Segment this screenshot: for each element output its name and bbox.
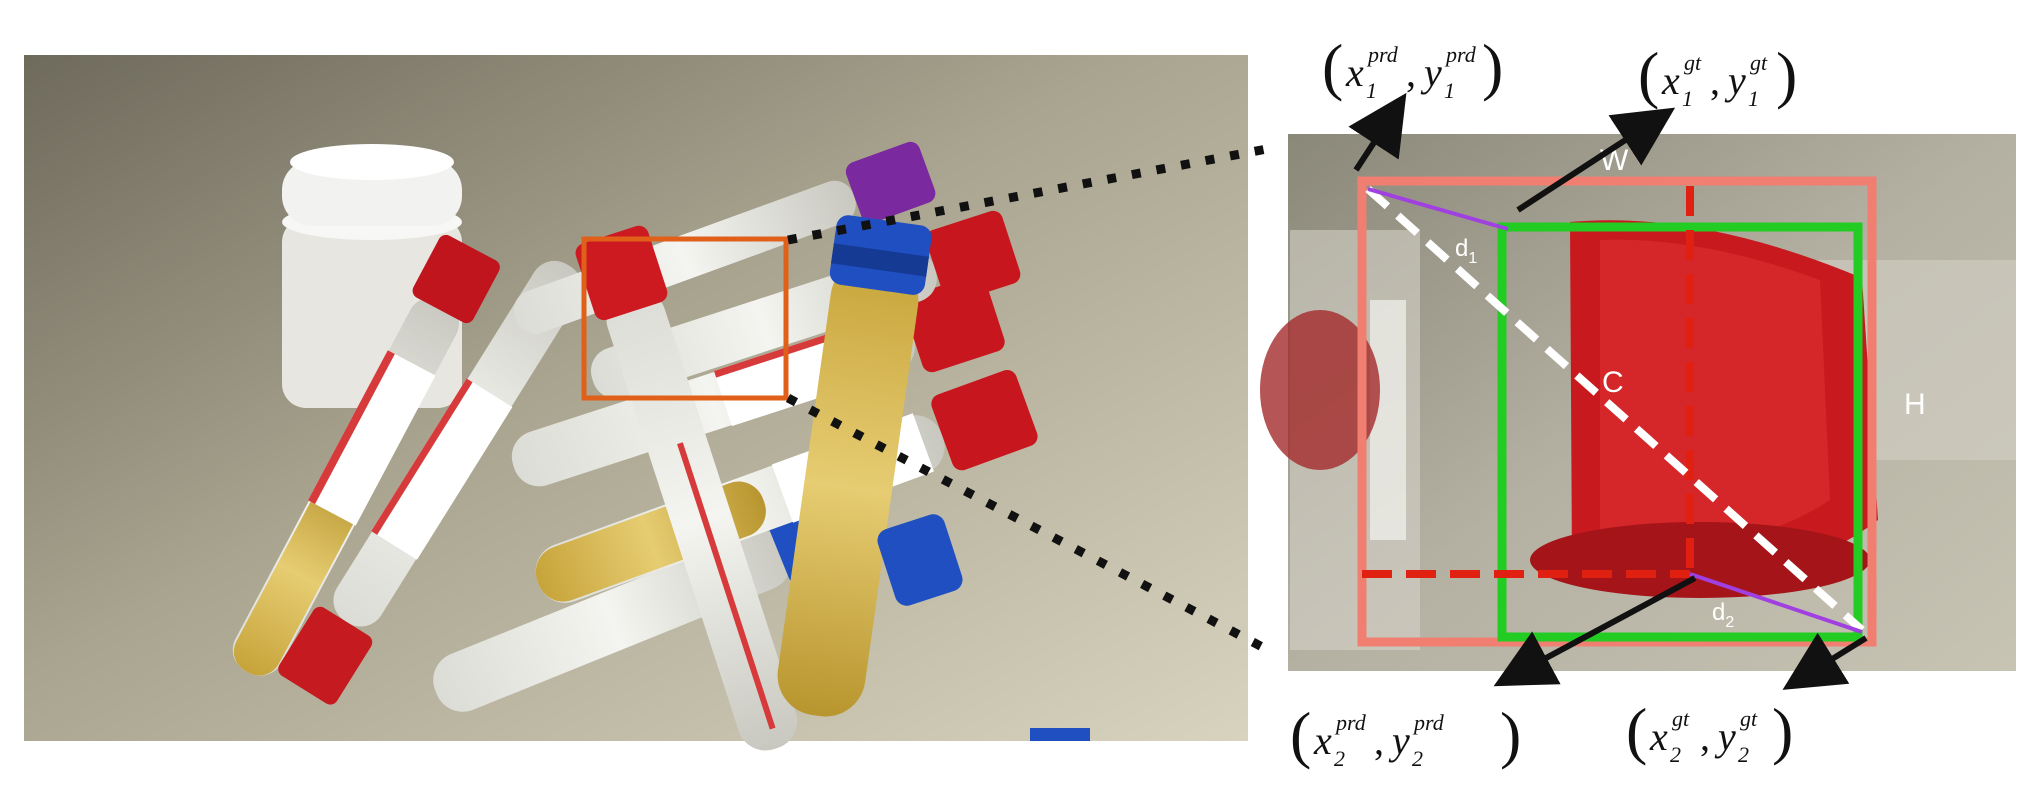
zoom-connectors: [785, 143, 1273, 654]
red-cap: [1530, 220, 1878, 598]
formula-gt-bottom-right: ( x 2 gt , y 2 gt ): [1626, 695, 1793, 767]
tube-roi: [575, 225, 798, 751]
svg-text:): ): [1776, 39, 1797, 110]
svg-text:x: x: [1649, 714, 1668, 759]
tube-yellow-vertical: [777, 215, 932, 717]
svg-text:2: 2: [1738, 742, 1749, 767]
formula-pred-bottom-right: ( x 2 prd , y 2 prd ): [1290, 699, 1521, 771]
tube-blue-cap-bottom: [877, 514, 1090, 741]
svg-text:x: x: [1345, 50, 1364, 95]
svg-text:x: x: [1313, 718, 1332, 763]
label-d1: d1: [1455, 235, 1477, 267]
tube-white-left: [278, 260, 582, 705]
svg-text:1: 1: [1366, 78, 1377, 103]
distance-d2: [1689, 572, 1863, 634]
svg-text:gt: gt: [1740, 706, 1758, 731]
svg-text:,: ,: [1710, 58, 1720, 103]
svg-text:y: y: [1714, 714, 1736, 759]
svg-text:): ): [1772, 695, 1793, 766]
svg-text:,: ,: [1700, 714, 1710, 759]
svg-text:gt: gt: [1750, 50, 1768, 75]
svg-text:1: 1: [1444, 78, 1455, 103]
svg-text:(: (: [1638, 39, 1659, 110]
label-height: H: [1904, 388, 1926, 421]
svg-text:1: 1: [1748, 86, 1759, 111]
enclosing-diagonal: [1365, 186, 1865, 633]
svg-text:x: x: [1661, 58, 1680, 103]
svg-text:gt: gt: [1672, 706, 1690, 731]
label-d2: d2: [1712, 599, 1734, 631]
svg-text:prd: prd: [1334, 710, 1367, 735]
formula-gt-top-left: ( x 1 gt , y 1 gt ): [1638, 39, 1797, 111]
svg-text:prd: prd: [1444, 42, 1477, 67]
corner-arrows: [1348, 92, 1868, 690]
svg-text:): ): [1500, 699, 1521, 770]
svg-text:(: (: [1626, 695, 1647, 766]
center-dashes: [1362, 186, 1694, 578]
svg-text:(: (: [1290, 699, 1311, 770]
svg-text:1: 1: [1682, 86, 1693, 111]
svg-text:gt: gt: [1684, 50, 1702, 75]
zoom-panel: W H C d1 d2: [1260, 134, 2016, 671]
svg-text:,: ,: [1406, 50, 1416, 95]
svg-text:y: y: [1420, 50, 1442, 95]
roi-box: [581, 236, 789, 401]
svg-text:2: 2: [1412, 746, 1423, 771]
svg-text:y: y: [1388, 718, 1410, 763]
distance-d1: [1367, 187, 1509, 231]
formula-pred-top-left: ( x 1 prd , y 1 prd ): [1322, 31, 1503, 103]
svg-text:): ): [1482, 31, 1503, 102]
svg-text:y: y: [1724, 58, 1746, 103]
label-center: C: [1602, 366, 1624, 399]
ground-truth-box: [1497, 222, 1863, 642]
svg-text:(: (: [1322, 31, 1343, 102]
svg-text:2: 2: [1670, 742, 1681, 767]
svg-text:prd: prd: [1412, 710, 1445, 735]
photo-test-tubes: [24, 55, 1248, 751]
svg-text:2: 2: [1334, 746, 1345, 771]
predicted-box: [1357, 176, 1877, 647]
tube-yellow-left: [232, 234, 500, 676]
svg-text:prd: prd: [1366, 42, 1399, 67]
svg-text:,: ,: [1374, 718, 1384, 763]
